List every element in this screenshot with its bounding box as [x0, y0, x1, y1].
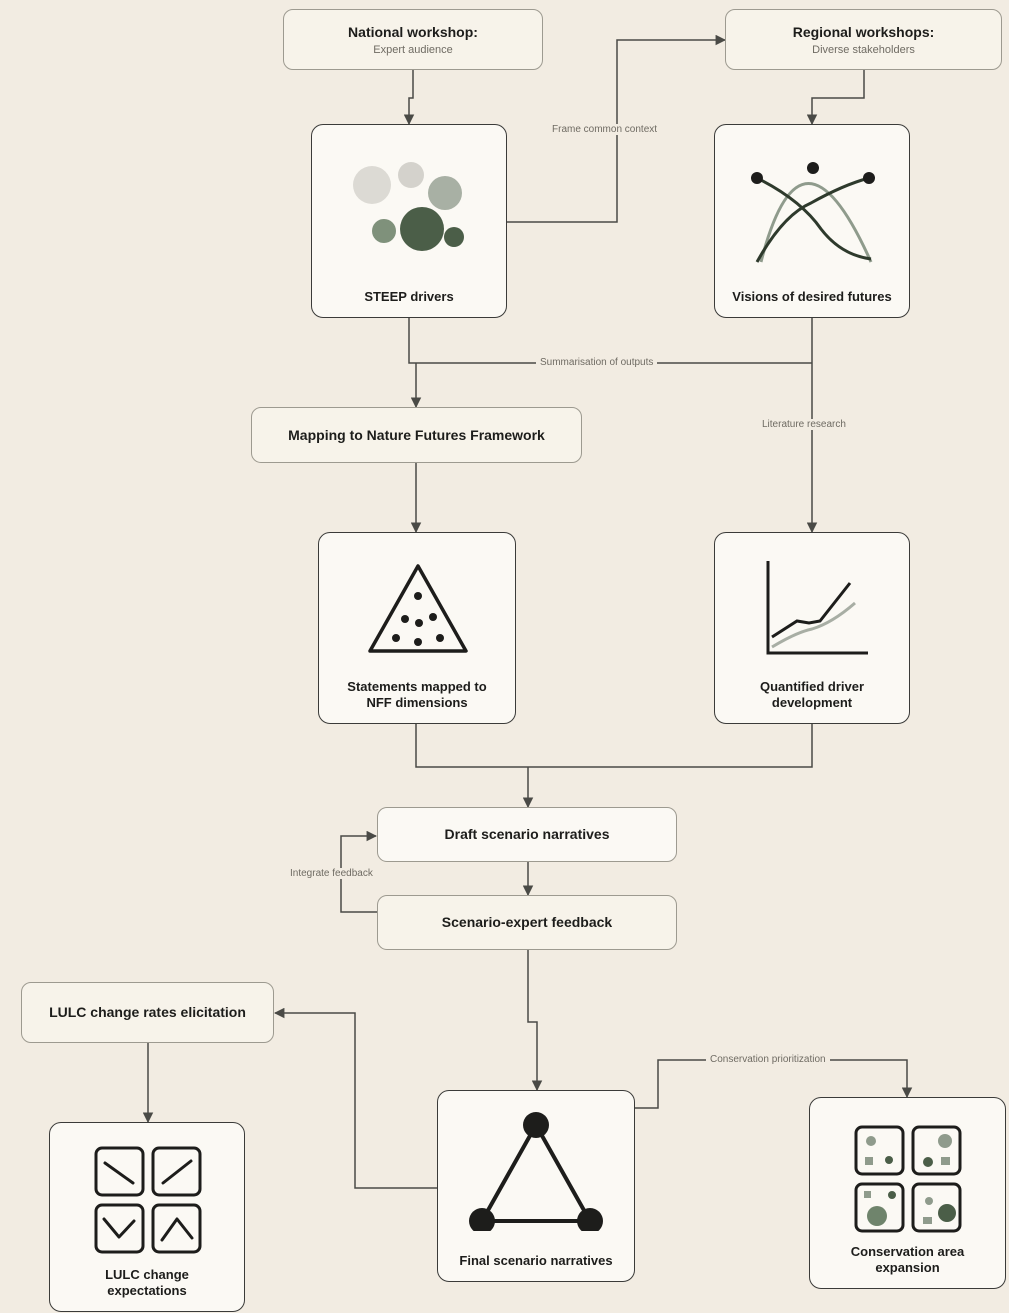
edge-steep-summarisation	[408, 318, 812, 364]
steep-drivers-title: STEEP drivers	[364, 289, 454, 304]
lulc-expectations-title: LULC change expectations	[105, 1267, 189, 1298]
edge-label-literature: Literature research	[758, 419, 850, 430]
crossing-curves-icon	[751, 162, 875, 263]
map-grid-icon	[854, 1125, 962, 1233]
expert-feedback-title: Scenario-expert feedback	[441, 914, 613, 930]
final-narratives-title: Final scenario narratives	[459, 1253, 613, 1268]
visions-title: Visions of desired futures	[732, 289, 892, 304]
edge-label-summarisation: Summarisation of outputs	[536, 357, 658, 368]
edge-final-to-conservation	[635, 1059, 913, 1109]
edge-feedback-to-final	[527, 950, 543, 1092]
final-narratives-card: Final scenario narratives	[437, 1090, 635, 1282]
conservation-card: Conservation area expansion	[809, 1097, 1006, 1289]
conservation-title: Conservation area expansion	[850, 1244, 965, 1275]
visions-card: Visions of desired futures	[714, 124, 910, 318]
edge-regional-to-visions	[806, 70, 865, 126]
regional-workshops-box: Regional workshops: Diverse stakeholders	[725, 9, 1002, 70]
edge-statements-merge	[415, 724, 813, 768]
quantified-title: Quantified driver development	[759, 679, 865, 710]
statements-title: Statements mapped to NFF dimensions	[347, 679, 487, 710]
edge-label-prioritization: Conservation prioritization	[706, 1054, 830, 1065]
edge-label-integrate: Integrate feedback	[286, 868, 377, 879]
regional-workshops-subtitle: Diverse stakeholders	[812, 43, 915, 56]
draft-narratives-box: Draft scenario narratives	[377, 807, 677, 862]
trend-grid-icon	[94, 1146, 202, 1254]
national-workshop-subtitle: Expert audience	[373, 43, 453, 56]
edge-national-to-steep	[403, 70, 415, 126]
edge-final-to-lulc-rates	[273, 1007, 437, 1189]
mapping-title: Mapping to Nature Futures Framework	[288, 426, 545, 443]
national-workshop-title: National workshop:	[348, 23, 478, 40]
bubble-cluster-icon	[353, 162, 464, 251]
lulc-rates-title: LULC change rates elicitation	[49, 1004, 246, 1020]
steep-drivers-card: STEEP drivers	[311, 124, 507, 318]
expert-feedback-box: Scenario-expert feedback	[377, 895, 677, 950]
statements-card: Statements mapped to NFF dimensions	[318, 532, 516, 724]
network-triangle-icon	[469, 1112, 603, 1231]
mapping-box: Mapping to Nature Futures Framework	[251, 407, 582, 463]
lulc-expectations-card: LULC change expectations	[49, 1122, 245, 1312]
triangle-dots-icon	[368, 564, 468, 653]
edge-label-frame: Frame common context	[548, 124, 662, 135]
lulc-rates-box: LULC change rates elicitation	[21, 982, 274, 1043]
quantified-card: Quantified driver development	[714, 532, 910, 724]
regional-workshops-title: Regional workshops:	[792, 23, 935, 40]
national-workshop-box: National workshop: Expert audience	[283, 9, 543, 70]
draft-narratives-title: Draft scenario narratives	[444, 826, 610, 842]
line-chart-icon	[766, 561, 868, 655]
